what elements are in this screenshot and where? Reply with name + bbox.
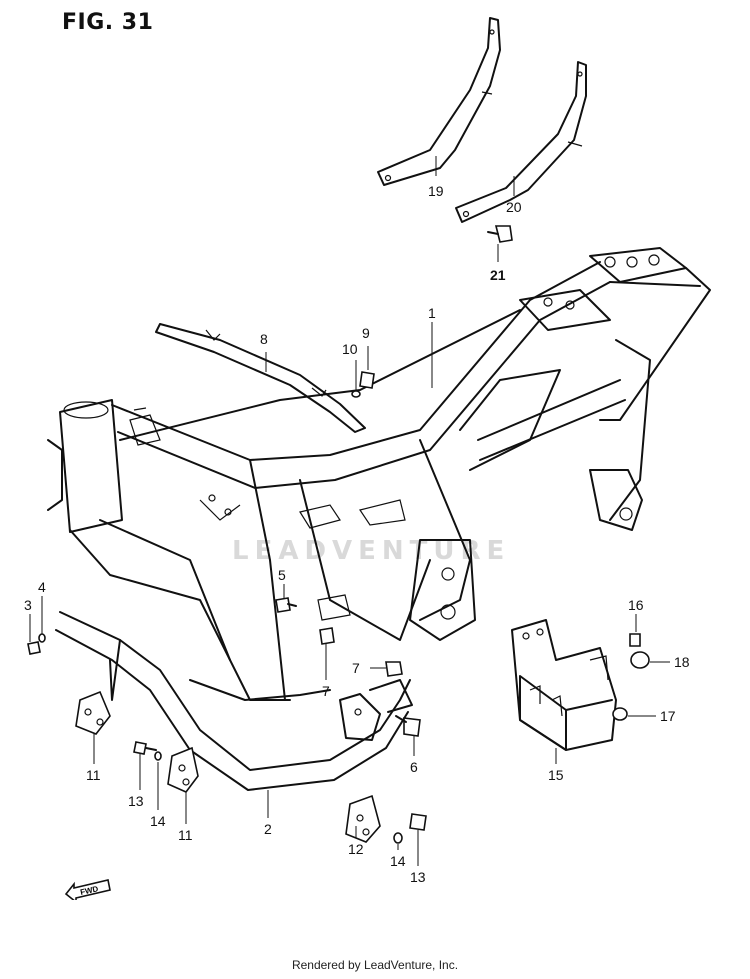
callout-18: 18 — [674, 654, 690, 670]
callout-11a: 11 — [86, 767, 101, 783]
leader-lines — [29, 156, 670, 866]
part-18-cushion[interactable] — [630, 651, 650, 669]
callout-14a: 14 — [150, 813, 166, 829]
callout-8: 8 — [260, 331, 268, 347]
part-7-nut-lower[interactable] — [385, 661, 403, 677]
part-1-main-frame[interactable] — [47, 247, 711, 701]
footer-credit: Rendered by LeadVenture, Inc. — [291, 958, 459, 972]
forward-arrow-icon: FWD — [64, 879, 111, 900]
part-10-washer[interactable] — [351, 390, 361, 398]
part-4-washer[interactable] — [38, 633, 46, 643]
part-12-plate[interactable] — [345, 794, 381, 843]
part-5-bolt[interactable] — [275, 597, 297, 613]
part-6-bolt[interactable] — [395, 715, 421, 737]
callout-10: 10 — [342, 341, 358, 357]
part-11-plate-left[interactable] — [75, 690, 111, 735]
callout-16: 16 — [628, 597, 644, 613]
callout-21: 21 — [490, 267, 506, 283]
figure-title: FIG. 31 — [62, 10, 154, 35]
callout-1: 1 — [428, 305, 436, 321]
callout-7a: 7 — [322, 683, 330, 699]
callout-7b: 7 — [352, 660, 360, 676]
callout-5: 5 — [278, 567, 286, 583]
callout-11b: 11 — [178, 827, 193, 843]
part-3-bolt[interactable] — [27, 641, 41, 655]
part-15-battery-box[interactable] — [511, 619, 617, 751]
part-13-bolt-right[interactable] — [409, 813, 427, 831]
callout-15: 15 — [548, 767, 564, 783]
part-19-bracket[interactable] — [377, 17, 501, 186]
callout-13b: 13 — [410, 869, 426, 885]
callout-9: 9 — [362, 325, 370, 341]
callout-6: 6 — [410, 759, 418, 775]
callout-4: 4 — [38, 579, 46, 595]
part-9-bolt[interactable] — [359, 371, 375, 389]
part-21-bolt[interactable] — [487, 225, 513, 243]
fwd-label: FWD — [79, 884, 99, 897]
part-2-lower-cradle[interactable] — [55, 611, 413, 791]
callout-3: 3 — [24, 597, 32, 613]
callout-13a: 13 — [128, 793, 144, 809]
callout-2: 2 — [264, 821, 272, 837]
part-14-washer-right[interactable] — [393, 832, 403, 844]
part-20-bracket[interactable] — [455, 61, 587, 223]
callout-14b: 14 — [390, 853, 406, 869]
callout-12: 12 — [348, 841, 364, 857]
part-16-bolt[interactable] — [629, 633, 641, 647]
part-7-nut-upper[interactable] — [319, 627, 335, 645]
callout-19: 19 — [428, 183, 444, 199]
part-13-bolt-left[interactable] — [133, 741, 157, 755]
part-11-plate-right[interactable] — [167, 746, 199, 793]
callout-17: 17 — [660, 708, 676, 724]
callout-20: 20 — [506, 199, 522, 215]
part-14-washer-left[interactable] — [154, 751, 162, 761]
part-17-nut[interactable] — [612, 707, 628, 721]
part-8-support[interactable] — [155, 323, 366, 433]
